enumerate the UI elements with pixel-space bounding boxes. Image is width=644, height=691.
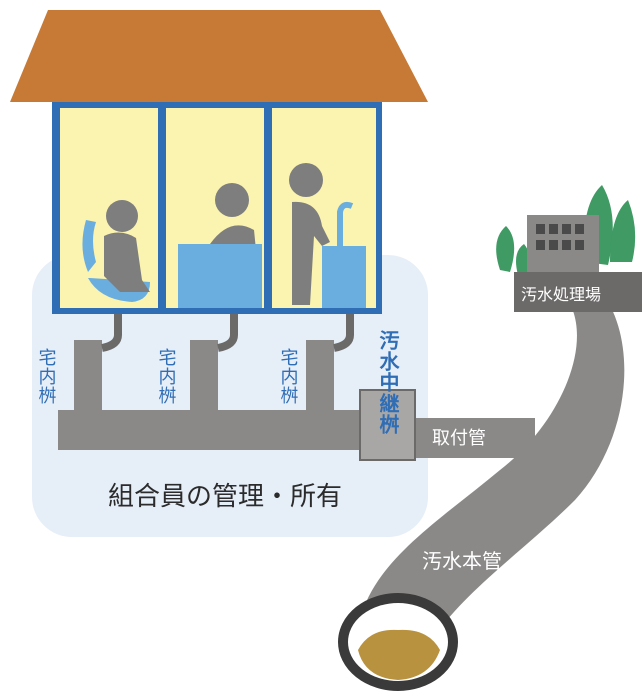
label-connection-pipe: 取付管 <box>432 428 486 449</box>
toilet-icon <box>82 200 150 302</box>
connection-pipe <box>415 418 535 458</box>
drop-pipe-2 <box>217 310 238 352</box>
bathtub-icon <box>178 183 262 308</box>
drop-pipe-3 <box>333 310 354 352</box>
sink-icon <box>289 163 366 308</box>
main-sewer-pipe <box>360 290 625 660</box>
label-ownership: 組合員の管理・所有 <box>108 482 342 512</box>
drop-pipe-1 <box>101 310 122 352</box>
house-roof <box>10 10 428 102</box>
ownership-zone <box>32 255 428 537</box>
manhole-3 <box>306 340 334 450</box>
treatment-plant-icon <box>514 215 642 312</box>
label-treatment-plant: 汚水処理場 <box>521 285 601 304</box>
label-manhole-3: 宅内桝 <box>278 348 299 405</box>
label-manhole-2: 宅内桝 <box>156 348 177 405</box>
label-relay-manhole: 汚水中継桝 <box>376 330 400 435</box>
label-main-pipe: 汚水本管 <box>422 549 502 573</box>
manhole-1 <box>74 340 102 450</box>
sewage-flow <box>358 629 440 680</box>
manhole-2 <box>190 340 218 450</box>
relay-manhole <box>359 389 416 461</box>
label-manhole-1: 宅内桝 <box>36 348 57 405</box>
